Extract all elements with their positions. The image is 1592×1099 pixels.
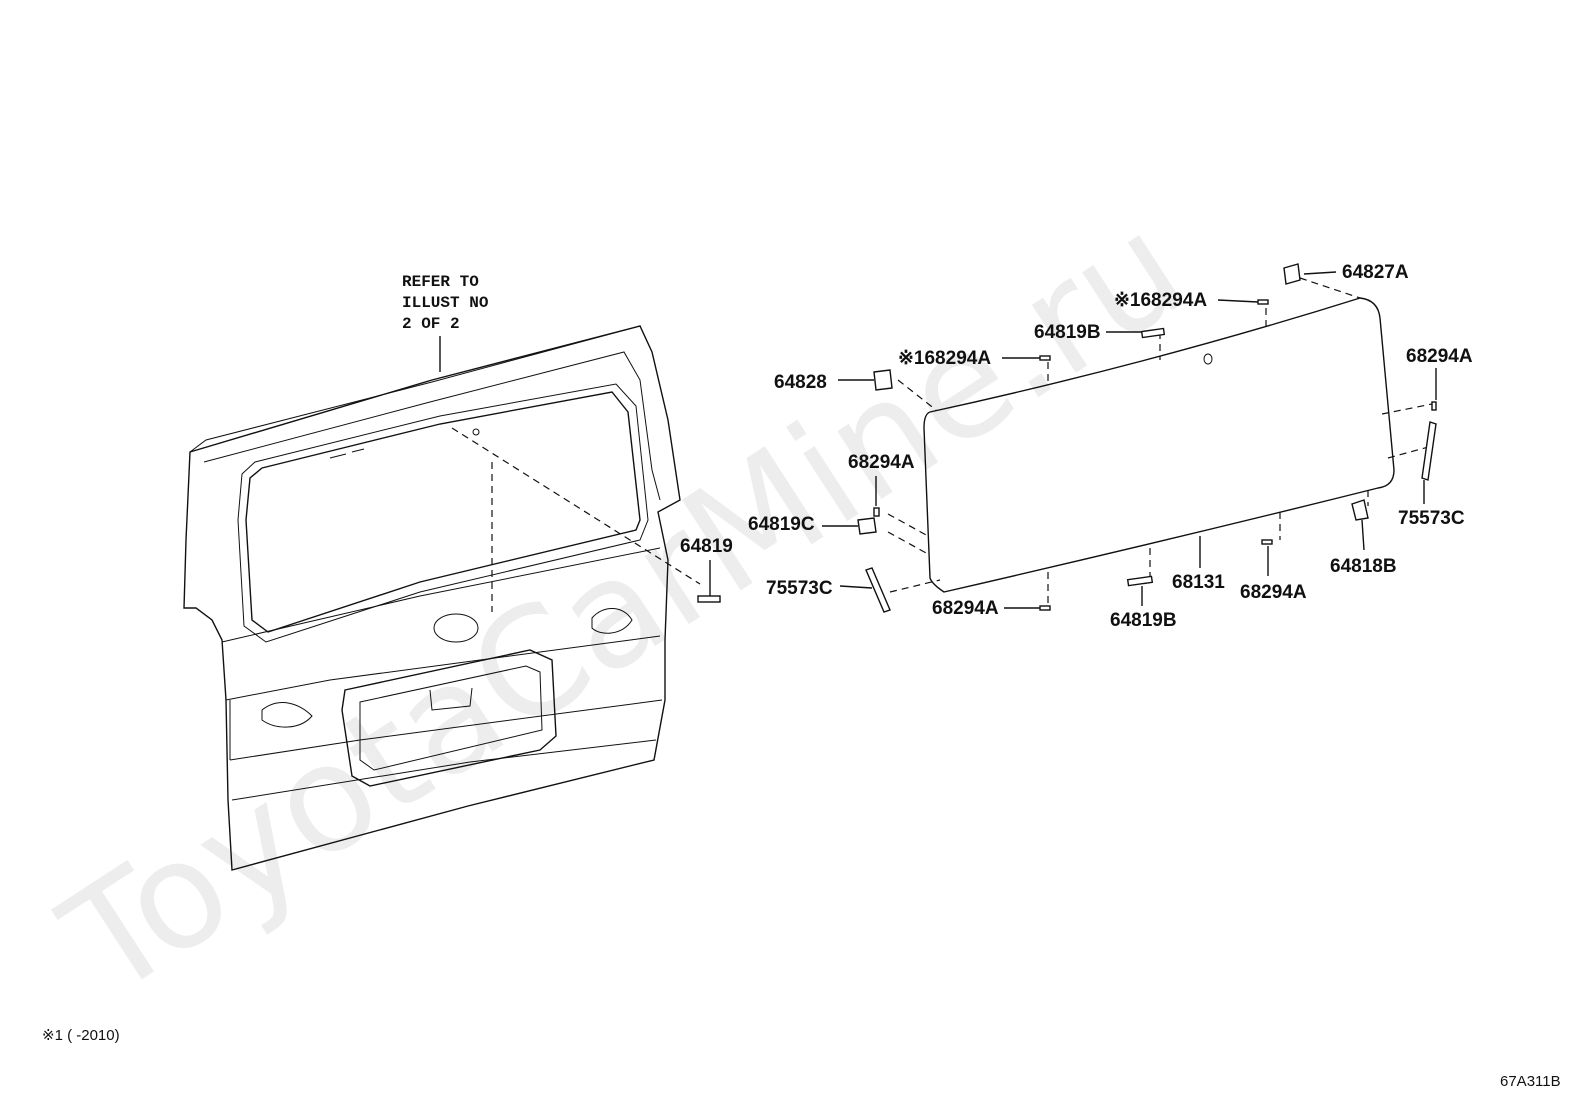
refer-line-1: REFER TO <box>402 273 479 291</box>
label-68131: 68131 <box>1172 572 1225 593</box>
leader-lines <box>709 271 1437 609</box>
refer-line-3: 2 OF 2 <box>402 315 460 333</box>
label-75573C-left: 75573C <box>766 578 833 599</box>
assembly-lines <box>451 277 1433 612</box>
label-64828: 64828 <box>774 372 827 393</box>
label-75573C-right: 75573C <box>1398 508 1465 529</box>
label-64819B-bottom: 64819B <box>1110 610 1177 631</box>
refer-note: REFER TO ILLUST NO 2 OF 2 <box>402 273 489 372</box>
part-labels: 64827A ※168294A 64819B ※168294A 64828 68… <box>680 262 1473 631</box>
label-68294A-mid: ※168294A <box>898 348 991 369</box>
label-64819C: 64819C <box>748 514 815 535</box>
figure-code: 67A311B <box>1500 1073 1561 1090</box>
refer-line-2: ILLUST NO <box>402 294 489 312</box>
label-68294A-bottom-right: 68294A <box>1240 582 1307 603</box>
watermark: ToyotaCarMine.ru <box>35 181 1214 1030</box>
label-64827A: 64827A <box>1342 262 1409 283</box>
small-parts <box>697 263 1437 613</box>
label-68294A-bottom-left: 68294A <box>932 598 999 619</box>
label-64818B: 64818B <box>1330 556 1397 577</box>
back-door-panel <box>183 325 681 871</box>
label-68294A-right: 68294A <box>1406 346 1473 367</box>
footnote: ※1 ( -2010) <box>42 1027 120 1044</box>
label-68294A-top: ※168294A <box>1114 290 1207 311</box>
back-door-glass <box>923 297 1395 593</box>
label-68294A-left: 68294A <box>848 452 915 473</box>
label-64819B-top: 64819B <box>1034 322 1101 343</box>
label-64819: 64819 <box>680 536 733 557</box>
